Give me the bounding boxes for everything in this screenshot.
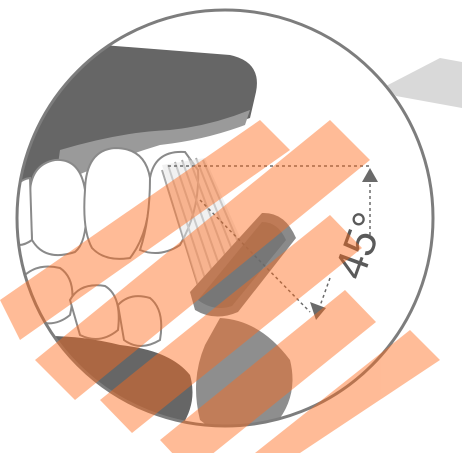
brushing-angle-diagram: 45° [0, 0, 462, 453]
